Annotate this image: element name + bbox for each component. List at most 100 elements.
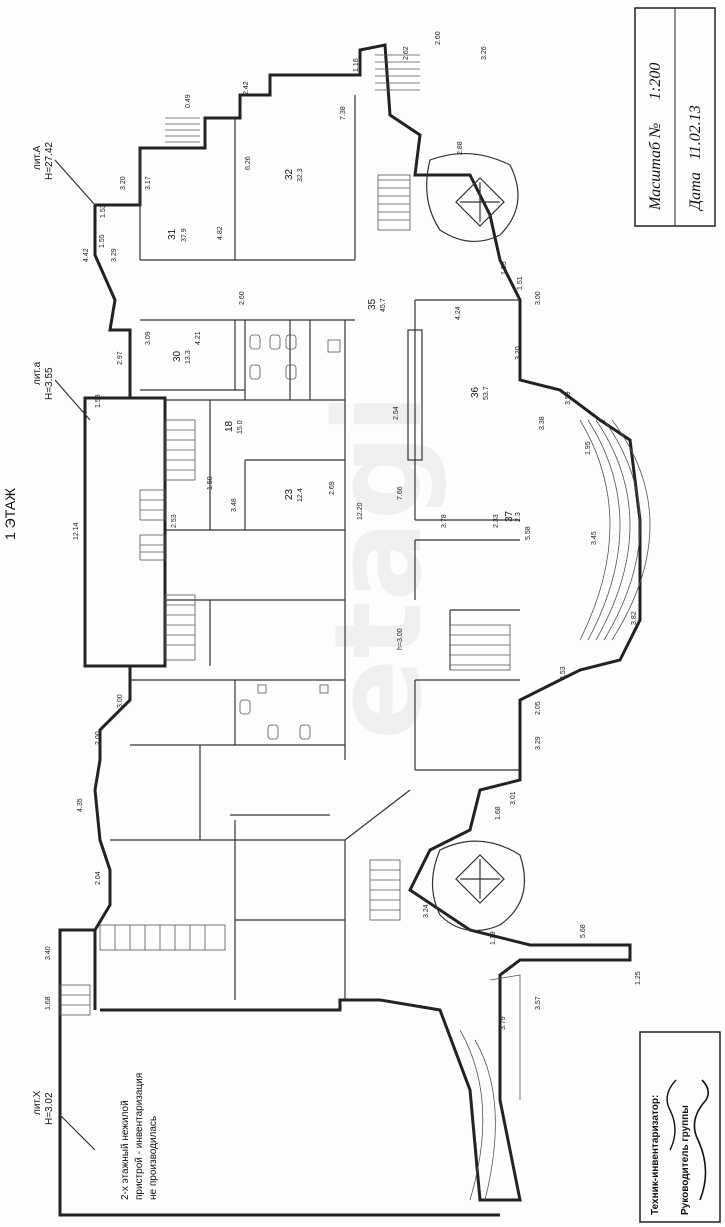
- group-head-signature: [693, 1079, 710, 1201]
- dimension-label: 2.05: [535, 701, 542, 715]
- dimension-label: 1.16: [353, 58, 360, 72]
- dimension-label: 1.58: [95, 394, 102, 408]
- dimension-label: 1.93: [501, 261, 508, 275]
- staircases: [59, 54, 651, 1201]
- dimension-label: 3.29: [535, 736, 542, 750]
- dimension-label: 0.49: [185, 94, 192, 108]
- dimension-label: 3.78: [441, 514, 448, 528]
- floor-title: 1 ЭТАЖ: [2, 488, 18, 540]
- dimension-label: 3.00: [117, 694, 124, 708]
- dimension-label: 7.66: [397, 486, 404, 500]
- room-31-area: 37.9: [181, 228, 188, 242]
- corridor-beam: [407, 329, 423, 461]
- dimension-label: 4.21: [195, 331, 202, 345]
- dimension-label: 2.60: [435, 31, 442, 45]
- room-32-number: 32: [284, 168, 295, 180]
- room-32-area: 32.3: [297, 168, 304, 182]
- dimension-label: 3.48: [231, 498, 238, 512]
- date-value: 11.02.13: [687, 105, 704, 160]
- room-36-number: 36: [470, 386, 481, 398]
- dimension-label: 3.59: [565, 391, 572, 405]
- wc-fixtures: [239, 334, 341, 740]
- dimension-label: 1.68: [45, 996, 52, 1010]
- dimension-label: 4.82: [217, 226, 224, 240]
- dimension-label: 1.68: [495, 806, 502, 820]
- date-label: Дата: [687, 172, 704, 212]
- ramp-bottom: [459, 974, 521, 1201]
- dimension-label: 2.00: [95, 731, 102, 745]
- lit-a-height: H=3.55: [44, 367, 55, 400]
- dimension-label: 4.24: [455, 306, 462, 320]
- dimension-label: 3.29: [111, 248, 118, 262]
- room-18-area: 15.0: [237, 420, 244, 434]
- outer-wall: [95, 43, 642, 1202]
- dimension-label: 3.01: [510, 791, 517, 805]
- stair-bottom: [59, 859, 401, 1016]
- dimension-label: h=3.00: [397, 628, 404, 650]
- dimension-label: 3.45: [591, 531, 598, 545]
- dimension-label: 3.82: [631, 611, 638, 625]
- dimension-label: 3.57: [535, 996, 542, 1010]
- dimension-label: 3.17: [145, 176, 152, 190]
- watermark-text: etagi: [310, 393, 449, 740]
- dimension-label: 12.14: [73, 522, 80, 540]
- stair-left-annex: [139, 419, 196, 661]
- dimension-label: 2.04: [95, 871, 102, 885]
- room-35-area: 45.7: [380, 298, 387, 312]
- stair-top-right: [375, 54, 420, 91]
- room-35-number: 35: [367, 298, 378, 310]
- lit-a-top-label: лит.А: [32, 145, 43, 170]
- note-line-3: не производилась: [148, 1116, 159, 1200]
- dimension-label: 12.20: [357, 502, 364, 520]
- room-30-number: 30: [172, 350, 183, 362]
- stair-right-lower: [449, 624, 511, 671]
- dimension-label: 4.35: [77, 798, 84, 812]
- dimension-label: 1.19: [490, 931, 497, 945]
- left-notched-wall: [93, 205, 132, 398]
- lit-x-height: H=3.02: [44, 1092, 55, 1125]
- dimension-label: 4.42: [83, 248, 90, 262]
- annex-lit-x: [58, 928, 500, 1217]
- room-36-area: 53.7: [483, 386, 490, 400]
- dimension-label: 2.69: [329, 481, 336, 495]
- scale-value: 1:200: [647, 63, 664, 100]
- dimension-label: 5.68: [580, 924, 587, 938]
- dimension-label: 3.26: [481, 46, 488, 60]
- room-31-number: 31: [167, 228, 178, 240]
- dimension-label: 1.95: [585, 441, 592, 455]
- dimension-label: 2.42: [243, 81, 250, 95]
- dimension-labels: 12.14 4.42 3.20 3.17 1.53 4.82 6.26 7.38…: [45, 31, 642, 1030]
- dimension-label: 2.62: [403, 46, 410, 60]
- dimension-label: 1.50: [207, 476, 214, 490]
- dimension-label: 6.26: [245, 156, 252, 170]
- dimension-label: 3.38: [539, 416, 546, 430]
- note-line-2: пристрой - инвентаризация: [134, 1073, 145, 1200]
- scale-date-stamp: Масштаб № 1:200 Дата 11.02.13: [634, 7, 716, 227]
- room-23-number: 23: [284, 488, 295, 500]
- group-head-label: Руководитель группы: [680, 1105, 691, 1215]
- room-37-area: 2.3: [515, 512, 522, 522]
- signoff-frame: [639, 1031, 721, 1223]
- dimension-label: 1.53: [100, 204, 107, 218]
- dimension-label: 1.55: [99, 234, 106, 248]
- dimension-label: 3.53: [560, 666, 567, 680]
- lit-x-label: лит.Х: [32, 1090, 43, 1115]
- stair-top-left: [165, 117, 200, 143]
- note-line-1: 2-х этажный нежилой: [120, 1100, 131, 1200]
- dimension-label: 1.51: [517, 276, 524, 290]
- dimension-label: 3.24: [423, 904, 430, 918]
- technician-label: Техник-инвентаризатор:: [650, 1095, 661, 1215]
- stair-vertical-upper: [377, 174, 411, 231]
- room-37-number: 37: [504, 510, 515, 522]
- annex-lit-a: [83, 396, 167, 668]
- dimension-label: 3.00: [535, 291, 542, 305]
- dimension-label: 3.20: [120, 176, 127, 190]
- dimension-label: 7.38: [340, 106, 347, 120]
- scale-label: Масштаб №: [647, 123, 664, 211]
- dimension-label: 1.25: [635, 971, 642, 985]
- technician-signature: [666, 1079, 677, 1151]
- dimension-label: 2.60: [239, 291, 246, 305]
- dimension-label: 2.88: [457, 141, 464, 155]
- dimension-label: 2.33: [493, 514, 500, 528]
